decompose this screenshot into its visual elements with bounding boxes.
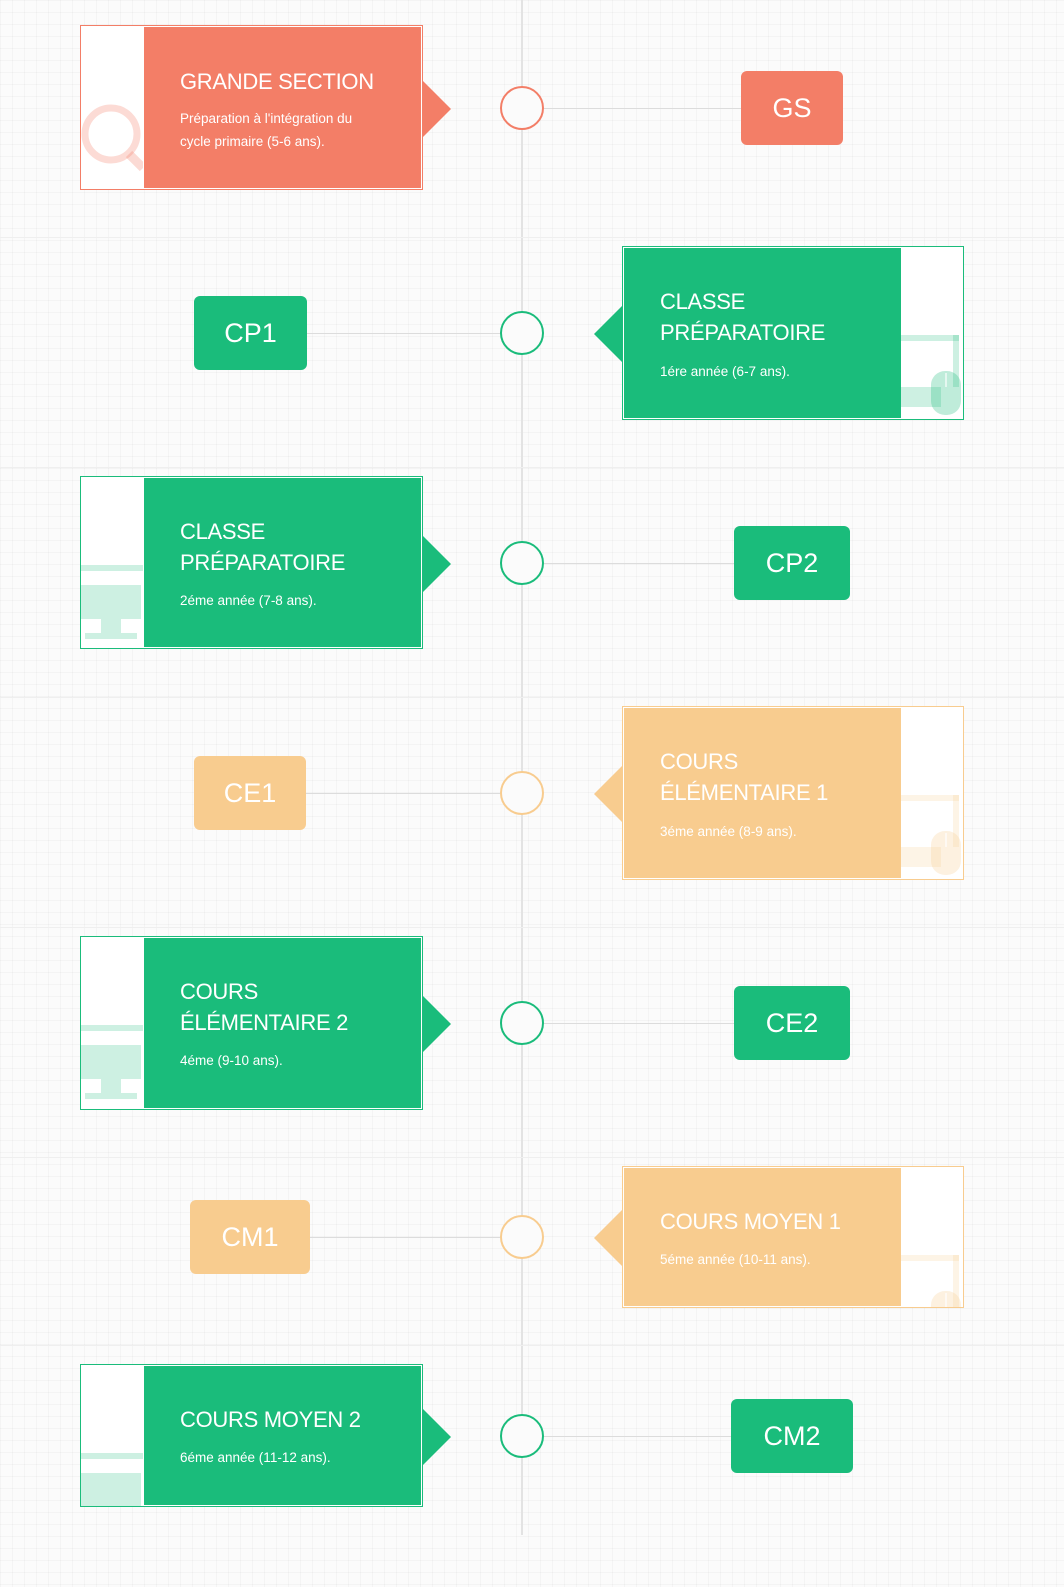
timeline-node[interactable] xyxy=(500,1215,544,1259)
timeline-node[interactable] xyxy=(500,1001,544,1045)
card-pointer xyxy=(594,306,622,362)
level-badge-ce2[interactable]: CE2 xyxy=(734,986,850,1060)
level-subtitle: 4éme (9-10 ans). xyxy=(180,1053,283,1068)
connector-line xyxy=(310,1237,500,1238)
level-badge-cm2[interactable]: CM2 xyxy=(731,1399,853,1473)
connector-line xyxy=(544,1023,734,1024)
computer-icon xyxy=(901,335,961,415)
level-subtitle: 1ére année (6-7 ans). xyxy=(660,364,790,379)
magnifier-icon xyxy=(81,104,143,172)
level-title: COURS ÉLÉMENTAIRE 2 xyxy=(180,979,349,1035)
level-card[interactable]: COURS ÉLÉMENTAIRE 2 4éme (9-10 ans). xyxy=(80,936,451,1110)
card-illustration xyxy=(81,1365,143,1506)
timeline-node[interactable] xyxy=(500,311,544,355)
card-pointer xyxy=(423,80,451,137)
divider xyxy=(0,467,1064,468)
card-body: GRANDE SECTION Préparation à l'intégratio… xyxy=(144,27,421,188)
level-title: CLASSE PRÉPARATOIRE xyxy=(660,289,826,345)
card-body: COURS ÉLÉMENTAIRE 1 3éme année (8-9 ans). xyxy=(624,708,901,878)
card-pointer xyxy=(594,766,622,822)
divider xyxy=(0,1157,1064,1158)
card-pointer xyxy=(423,996,451,1052)
level-title: COURS ÉLÉMENTAIRE 1 xyxy=(660,749,829,805)
card-pointer xyxy=(594,1210,622,1266)
level-badge-ce1[interactable]: CE1 xyxy=(194,756,306,830)
timeline-node[interactable] xyxy=(500,1414,544,1458)
divider xyxy=(0,1345,1064,1346)
card-body: COURS ÉLÉMENTAIRE 2 4éme (9-10 ans). xyxy=(144,938,421,1108)
card-illustration xyxy=(901,247,963,419)
level-card[interactable]: COURS MOYEN 1 5éme année (10-11 ans). xyxy=(594,1166,964,1308)
level-card[interactable]: COURS MOYEN 2 6éme année (11-12 ans). xyxy=(80,1364,451,1507)
level-badge-cp1[interactable]: CP1 xyxy=(194,296,307,370)
connector-line xyxy=(544,108,741,109)
level-subtitle: 2éme année (7-8 ans). xyxy=(180,593,317,608)
card-body: COURS MOYEN 2 6éme année (11-12 ans). xyxy=(144,1366,421,1505)
level-subtitle: 3éme année (8-9 ans). xyxy=(660,824,797,839)
timeline-node[interactable] xyxy=(500,541,544,585)
level-title: COURS MOYEN 1 xyxy=(660,1209,841,1234)
computer-icon xyxy=(901,1255,961,1307)
card-body: COURS MOYEN 1 5éme année (10-11 ans). xyxy=(624,1168,901,1306)
connector-line xyxy=(307,333,500,334)
divider xyxy=(0,237,1064,238)
level-card[interactable]: CLASSE PRÉPARATOIRE 2éme année (7-8 ans). xyxy=(80,476,451,649)
divider xyxy=(0,697,1064,698)
level-badge-cm1[interactable]: CM1 xyxy=(190,1200,310,1274)
level-title: COURS MOYEN 2 xyxy=(180,1407,361,1432)
timeline-spine xyxy=(521,0,523,1535)
connector-line xyxy=(544,563,734,564)
timeline-node[interactable] xyxy=(500,771,544,815)
connector-line xyxy=(306,793,500,794)
level-subtitle: Préparation à l'intégration du cycle pri… xyxy=(180,111,353,149)
level-badge-gs[interactable]: GS xyxy=(741,71,843,145)
divider xyxy=(0,927,1064,928)
level-title: GRANDE SECTION xyxy=(180,69,374,94)
card-illustration xyxy=(81,26,143,189)
computer-icon xyxy=(81,1453,143,1506)
card-illustration xyxy=(81,477,143,648)
level-title: CLASSE PRÉPARATOIRE xyxy=(180,519,346,575)
card-illustration xyxy=(81,937,143,1109)
computer-icon xyxy=(901,795,961,875)
connector-line xyxy=(544,1436,731,1437)
level-card[interactable]: CLASSE PRÉPARATOIRE 1ére année (6-7 ans). xyxy=(594,246,964,420)
computer-icon xyxy=(81,1025,143,1099)
level-card[interactable]: GRANDE SECTION Préparation à l'intégratio… xyxy=(80,25,451,190)
timeline-node[interactable] xyxy=(500,86,544,130)
computer-icon xyxy=(81,565,143,639)
card-pointer xyxy=(423,535,451,592)
card-illustration xyxy=(901,707,963,879)
level-subtitle: 5éme année (10-11 ans). xyxy=(660,1252,811,1267)
level-badge-cp2[interactable]: CP2 xyxy=(734,526,850,600)
card-pointer xyxy=(423,1408,451,1465)
card-illustration xyxy=(901,1167,963,1307)
level-card[interactable]: COURS ÉLÉMENTAIRE 1 3éme année (8-9 ans). xyxy=(594,706,964,880)
card-body: CLASSE PRÉPARATOIRE 2éme année (7-8 ans). xyxy=(144,478,421,647)
card-body: CLASSE PRÉPARATOIRE 1ére année (6-7 ans). xyxy=(624,248,901,418)
level-subtitle: 6éme année (11-12 ans). xyxy=(180,1450,331,1465)
